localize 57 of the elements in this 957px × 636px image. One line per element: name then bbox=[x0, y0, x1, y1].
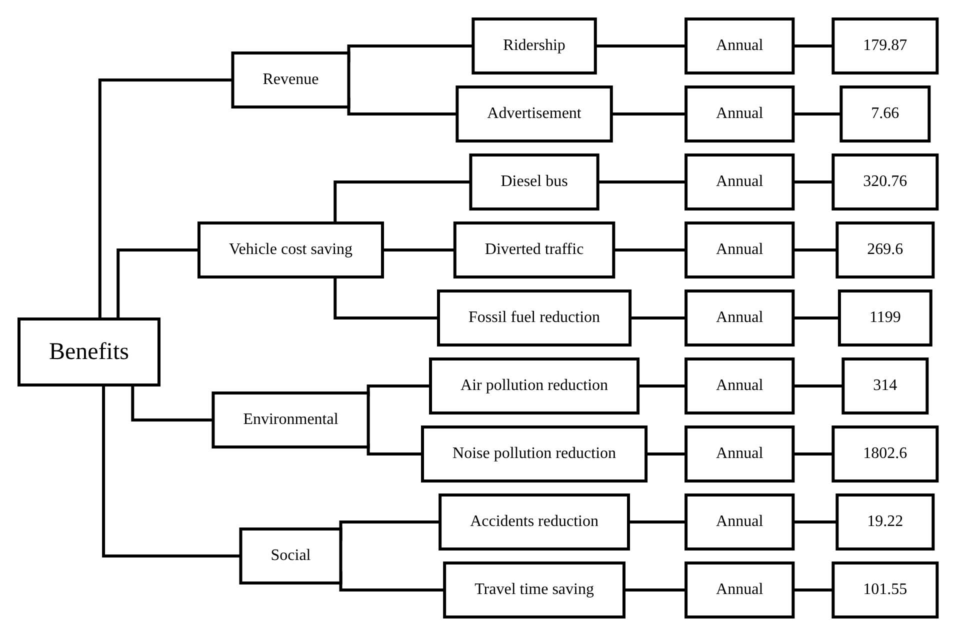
node-box: Diesel bus bbox=[470, 154, 600, 210]
node-box: Air pollution reduction bbox=[429, 358, 640, 414]
node-box: 269.6 bbox=[836, 222, 936, 278]
node-box: Annual bbox=[684, 222, 796, 278]
node-box: Environmental bbox=[212, 392, 370, 448]
connector bbox=[627, 520, 686, 524]
connector bbox=[628, 316, 686, 320]
node-box: Diverted traffic bbox=[454, 222, 616, 278]
node-box: 19.22 bbox=[836, 494, 936, 550]
node-box: Annual bbox=[684, 358, 796, 414]
connector bbox=[792, 452, 834, 456]
connector bbox=[98, 78, 234, 319]
connector bbox=[636, 384, 686, 388]
node-box: 1802.6 bbox=[832, 426, 940, 482]
node-box: Annual bbox=[684, 562, 796, 618]
node-box: Annual bbox=[684, 154, 796, 210]
connector bbox=[594, 44, 686, 48]
node-box: Advertisement bbox=[456, 86, 614, 142]
node-box: Vehicle cost saving bbox=[198, 222, 384, 278]
node-box: Travel time saving bbox=[444, 562, 626, 618]
connector bbox=[596, 180, 686, 184]
node-box: 320.76 bbox=[832, 154, 940, 210]
connector bbox=[792, 112, 842, 116]
node-box: 7.66 bbox=[840, 86, 932, 142]
node-box: Ridership bbox=[472, 18, 598, 74]
connector bbox=[381, 248, 456, 252]
connector bbox=[792, 248, 838, 252]
connector bbox=[644, 452, 686, 456]
connector bbox=[792, 520, 838, 524]
node-box: Benefits bbox=[18, 318, 161, 386]
node-box: Annual bbox=[684, 86, 796, 142]
connector bbox=[612, 248, 686, 252]
node-box: Annual bbox=[684, 494, 796, 550]
node-box: Annual bbox=[684, 290, 796, 346]
node-box: Revenue bbox=[232, 52, 351, 108]
connector bbox=[792, 588, 834, 592]
connector bbox=[334, 277, 439, 320]
connector bbox=[792, 384, 844, 388]
node-box: Accidents reduction bbox=[439, 494, 630, 550]
connector bbox=[622, 588, 686, 592]
node-box: Social bbox=[240, 528, 343, 584]
connector bbox=[792, 44, 834, 48]
connector bbox=[610, 112, 686, 116]
connector bbox=[102, 385, 242, 558]
node-box: 101.55 bbox=[832, 562, 940, 618]
connector bbox=[117, 248, 200, 319]
node-box: Annual bbox=[684, 426, 796, 482]
node-box: Noise pollution reduction bbox=[421, 426, 648, 482]
node-box: Annual bbox=[684, 18, 796, 74]
node-box: 314 bbox=[842, 358, 930, 414]
node-box: 179.87 bbox=[832, 18, 940, 74]
connector bbox=[132, 385, 214, 422]
node-box: 1199 bbox=[838, 290, 933, 346]
node-box: Fossil fuel reduction bbox=[437, 290, 632, 346]
connector bbox=[792, 180, 834, 184]
connector bbox=[334, 180, 472, 223]
connector bbox=[792, 316, 840, 320]
